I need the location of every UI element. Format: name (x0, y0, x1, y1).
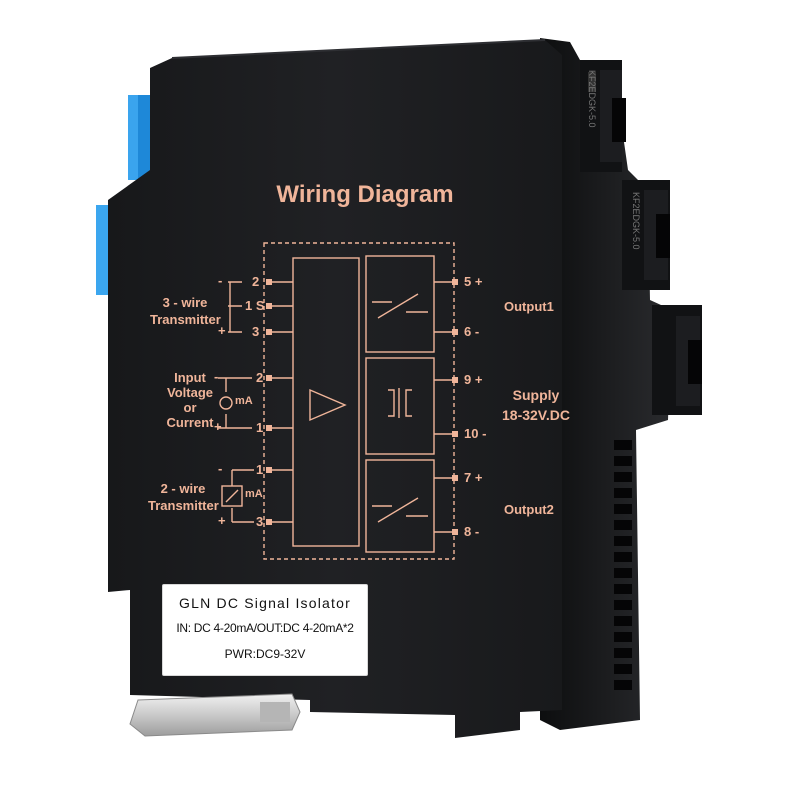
two-wire-plus: + (218, 513, 226, 528)
terminal-block-top (580, 60, 626, 172)
three-wire-minus: - (218, 273, 223, 288)
voltage-minus: - (214, 369, 219, 384)
voltage-current-label: Input Voltage or Current (166, 370, 214, 430)
pin-7-plus: 7 + (464, 470, 483, 485)
pin-3-bottom: 3 (256, 514, 264, 529)
terminal-block-bottom (652, 305, 702, 415)
voltage-plus: + (214, 419, 222, 434)
wiring-diagram (218, 242, 458, 560)
output2-label: Output2 (504, 502, 554, 517)
terminal-marking-top: KF2EDGK-5.0 (587, 70, 597, 128)
terminal-block-middle (622, 180, 670, 290)
product-power: PWR:DC9-32V (224, 647, 306, 661)
supply-label: Supply 18-32V.DC (502, 387, 570, 423)
three-wire-label: 3 - wire Transmitter (150, 295, 221, 327)
pin-3-top: 3 (252, 324, 260, 339)
two-wire-label: 2 - wire Transmitter (148, 481, 219, 513)
product-spec: IN: DC 4-20mA/OUT:DC 4-20mA*2 (176, 621, 354, 635)
output1-label: Output1 (504, 299, 554, 314)
pin-1s: 1 S (245, 298, 265, 313)
pin-6-minus: 6 - (464, 324, 480, 339)
voltage-meter-text: mA (235, 395, 253, 407)
pin-10-minus: 10 - (464, 426, 487, 441)
pin-dots (266, 279, 458, 535)
pin-9-plus: 9 + (464, 372, 483, 387)
pin-2-top: 2 (252, 274, 260, 289)
product-name: GLN DC Signal Isolator (179, 595, 351, 611)
pin-8-minus: 8 - (464, 524, 480, 539)
two-wire-minus: - (218, 461, 223, 476)
pin-5-plus: 5 + (464, 274, 483, 289)
din-rail-clip (129, 693, 301, 737)
pin-2-middle: 2 (256, 370, 264, 385)
housing-front (108, 40, 562, 738)
terminal-marking-middle: KF2EDGK-5.0 (631, 192, 641, 250)
pin-1-bottom: 1 (256, 462, 264, 477)
vent-slots (614, 440, 632, 690)
two-wire-meter-text: mA (245, 488, 263, 500)
pin-1-middle: 1 (256, 420, 264, 435)
three-wire-plus: + (218, 323, 226, 338)
diagram-title: Wiring Diagram (276, 181, 454, 208)
product-label: GLN DC Signal Isolator IN: DC 4-20mA/OUT… (162, 584, 368, 676)
